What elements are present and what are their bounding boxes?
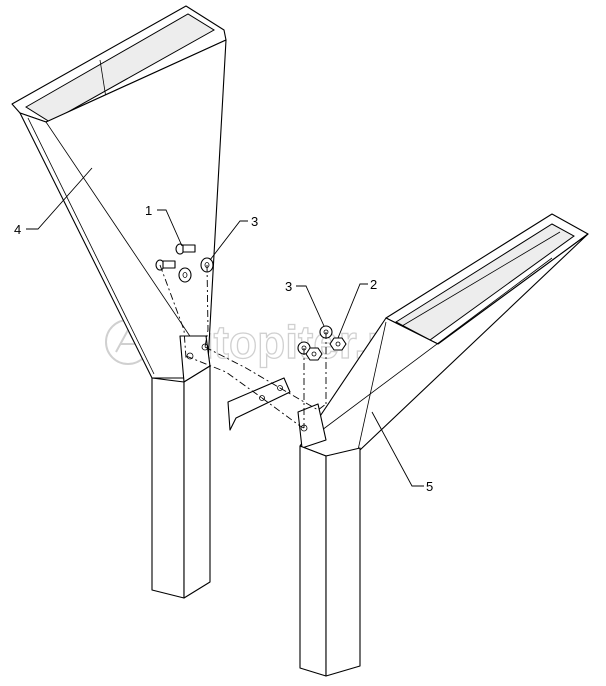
callout-5: 5 [371, 411, 433, 494]
nut-2-icon [305, 347, 323, 361]
washer-left-1-icon [178, 267, 192, 283]
bolt-upper-icon [175, 243, 196, 255]
callout-label-2: 2 [370, 277, 377, 292]
callout-label-3-right: 3 [285, 279, 292, 294]
callout-3-left: 3 [209, 214, 258, 261]
callout-1: 1 [145, 203, 183, 247]
nuts [305, 337, 347, 361]
bolt-lower-icon [155, 259, 176, 271]
callout-2: 2 [337, 277, 377, 339]
callout-label-5: 5 [426, 479, 433, 494]
connecting-bracket [227, 377, 291, 431]
callout-4: 4 [14, 167, 93, 237]
nut-1-icon [329, 337, 347, 351]
left-hopper-leg [11, 5, 227, 599]
callout-label-3-left: 3 [251, 214, 258, 229]
callout-label-1: 1 [145, 203, 152, 218]
assembly-lines [159, 264, 327, 429]
right-hopper-leg [297, 213, 589, 677]
bolts [155, 243, 196, 271]
callout-3-right: 3 [285, 279, 325, 327]
callout-label-4: 4 [14, 222, 21, 237]
